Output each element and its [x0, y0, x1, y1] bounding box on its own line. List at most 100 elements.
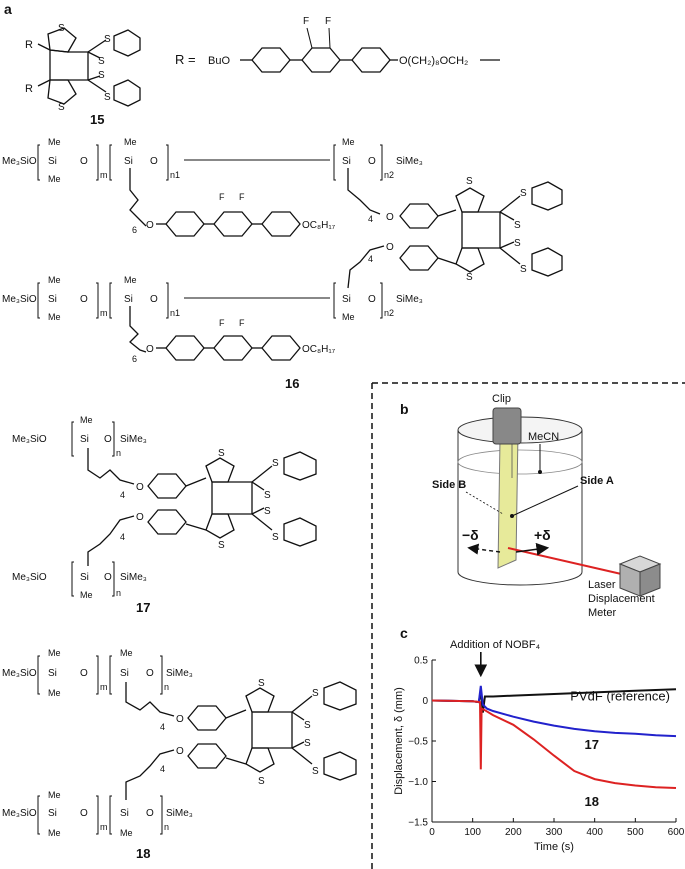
spacer-6: 6: [132, 225, 137, 235]
spacer-6: 6: [132, 354, 137, 364]
series-label-17: 17: [585, 737, 599, 752]
compound-15-label: 15: [90, 112, 104, 127]
repeat-n: n: [164, 682, 169, 692]
laser-label-2: Displacement: [588, 593, 655, 605]
spacer-4: 4: [120, 532, 125, 542]
atom-me: Me: [48, 828, 61, 838]
atom-me: Me: [120, 648, 133, 658]
atom-me: Me: [48, 275, 61, 285]
sime3-label: SiMe₃: [166, 668, 193, 679]
atom-s: S: [312, 688, 319, 699]
atom-s: S: [514, 238, 521, 249]
atom-me: Me: [48, 790, 61, 800]
x-axis-label: Time (s): [534, 841, 574, 853]
me3sio-label: Me₃SiO: [2, 808, 37, 819]
atom-s: S: [514, 220, 521, 231]
atom-si: Si: [48, 294, 57, 305]
atom-me: Me: [48, 648, 61, 658]
series-label-pvdf: PVdF (reference): [570, 688, 670, 703]
laser-beam: [507, 547, 631, 577]
me3sio-label: Me₃SiO: [12, 434, 47, 445]
atom-me: Me: [342, 137, 355, 147]
y-tick-label: 0.5: [414, 656, 428, 667]
x-tick-label: 300: [546, 827, 563, 838]
atom-o: O: [146, 220, 154, 231]
atom-f: F: [239, 192, 245, 202]
me3sio-label: Me₃SiO: [2, 294, 37, 305]
compound-17-structure: Me₃SiO Si Me O n SiMe₃ 4 O S S S S S S O…: [12, 415, 317, 600]
atom-s: S: [258, 776, 265, 787]
atom-s: S: [520, 264, 527, 275]
spacer-4: 4: [368, 214, 373, 224]
atom-s: S: [304, 720, 311, 731]
r-group-label: R: [25, 83, 33, 95]
x-tick-label: 200: [505, 827, 522, 838]
panel-c-label: c: [400, 625, 408, 641]
r-equals-label: R =: [175, 52, 196, 67]
experimental-setup: Clip MeCN Side B Side A −δ +δ Laser Disp…: [432, 393, 662, 619]
series-line-17: [431, 685, 677, 738]
laser-label-1: Laser: [588, 579, 616, 591]
buo-label: BuO: [208, 55, 230, 67]
atom-s: S: [98, 56, 105, 67]
atom-f: F: [325, 16, 331, 27]
atom-si: Si: [48, 156, 57, 167]
me3sio-label: Me₃SiO: [2, 156, 37, 167]
atom-o: O: [386, 212, 394, 223]
atom-me: Me: [48, 688, 61, 698]
x-tick-label: 600: [668, 827, 685, 838]
repeat-m: m: [100, 170, 108, 180]
atom-f: F: [219, 192, 225, 202]
compound-15-structure: S S R R S S S S: [25, 23, 141, 113]
r-group-label: R: [25, 39, 33, 51]
y-tick-label: −1.5: [408, 818, 428, 829]
atom-me: Me: [124, 137, 137, 147]
x-tick-label: 500: [627, 827, 644, 838]
atom-s: S: [58, 23, 65, 34]
atom-s: S: [272, 458, 279, 469]
atom-s: S: [218, 540, 225, 551]
spacer-4: 4: [160, 764, 165, 774]
repeat-n: n: [164, 822, 169, 832]
sime3-label: SiMe₃: [166, 808, 193, 819]
atom-s: S: [218, 448, 225, 459]
repeat-m: m: [100, 682, 108, 692]
atom-o: O: [136, 512, 144, 523]
sime3-label: SiMe₃: [396, 156, 423, 167]
atom-si: Si: [120, 808, 129, 819]
annotation-label: Addition of NOBF₄: [450, 639, 541, 651]
atom-s: S: [466, 272, 473, 283]
atom-o: O: [80, 808, 88, 819]
plus-delta-arrow: [515, 542, 550, 556]
sime3-label: SiMe₃: [396, 294, 423, 305]
series-line-18: [431, 699, 677, 789]
panel-b-label: b: [400, 401, 409, 417]
spacer-4: 4: [160, 722, 165, 732]
repeat-n: n: [116, 588, 121, 598]
atom-si: Si: [342, 294, 351, 305]
me3sio-label: Me₃SiO: [2, 668, 37, 679]
spacer-4: 4: [368, 254, 373, 264]
repeat-n1: n1: [170, 308, 180, 318]
y-tick-label: 0: [422, 696, 428, 707]
polymer-film: [497, 431, 519, 569]
atom-s: S: [258, 678, 265, 689]
atom-me: Me: [342, 312, 355, 322]
atom-f: F: [303, 16, 309, 27]
compound-18-structure: Me₃SiO Si Me Me O m Si Me O n SiMe₃ 4 O …: [2, 648, 357, 838]
substituent-r-structure: R = BuO F F O(CH₂)₈OCH₂: [175, 16, 500, 73]
minus-delta-label: −δ: [462, 527, 479, 543]
atom-s: S: [98, 70, 105, 81]
atom-s: S: [104, 34, 111, 45]
y-tick-label: −0.5: [408, 737, 428, 748]
series-label-18: 18: [585, 794, 599, 809]
compound-16-label: 16: [285, 376, 299, 391]
repeat-n2: n2: [384, 170, 394, 180]
atom-me: Me: [80, 590, 93, 600]
atom-si: Si: [80, 434, 89, 445]
oc8h17-label: OC₈H₁₇: [302, 344, 336, 355]
atom-o: O: [176, 714, 184, 725]
